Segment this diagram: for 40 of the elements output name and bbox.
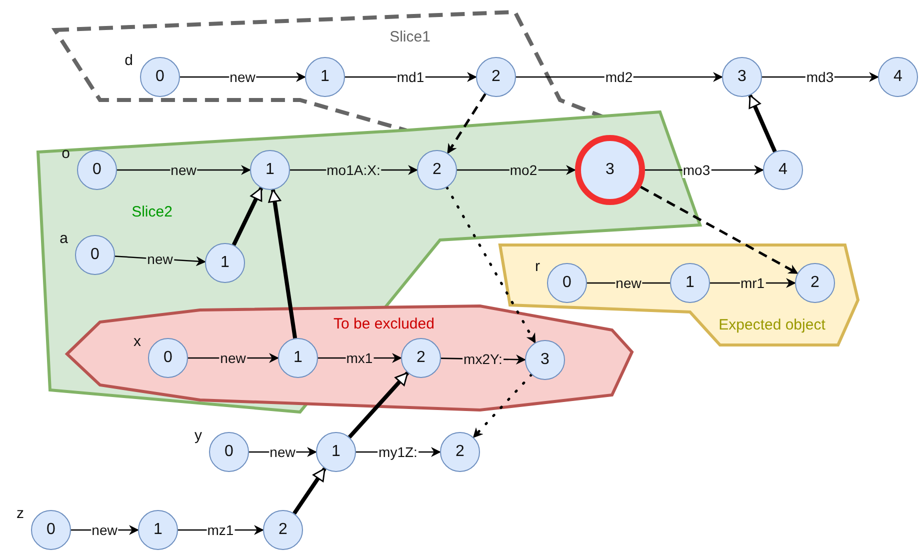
edge-label: mx1 — [345, 350, 374, 366]
state-circle: 4 — [763, 150, 803, 190]
edge-label: my1Z: — [378, 444, 418, 460]
row-label: y — [194, 427, 202, 444]
row-label: x — [134, 333, 141, 350]
arrow — [446, 186, 536, 344]
arrow — [232, 187, 264, 246]
row-label: z — [16, 505, 24, 522]
state-circle: 4 — [878, 57, 918, 97]
edge-label: md3 — [805, 69, 835, 85]
arrow — [472, 373, 533, 439]
edge-label: mo1A:X: — [326, 162, 382, 178]
region-label: To be excluded — [334, 316, 434, 332]
arrow — [348, 372, 410, 438]
edge-label: mx2Y: — [462, 351, 504, 367]
state-circle: 1 — [316, 432, 356, 472]
edge-label: mz1 — [206, 522, 235, 538]
edge-label: mo2 — [508, 162, 538, 178]
row-label: r — [535, 258, 540, 275]
state-circle: 2 — [440, 432, 480, 472]
arrow — [640, 186, 798, 274]
edge-label: mr1 — [739, 275, 766, 291]
arrow — [268, 189, 298, 339]
arrow — [446, 93, 486, 154]
state-circle: 2 — [476, 57, 516, 97]
state-circle: 1 — [138, 510, 178, 550]
row-label: d — [124, 52, 133, 69]
region-label: Expected object — [718, 316, 826, 334]
row-label: o — [62, 145, 70, 162]
state-circle: 3 — [722, 57, 762, 97]
region-label: Slice2 — [132, 204, 172, 220]
state-circle: 2 — [263, 510, 303, 550]
state-circle: 1 — [305, 57, 345, 97]
region-label: Slice1 — [390, 28, 430, 46]
edge-label: md2 — [604, 69, 634, 85]
edge-label: mo3 — [682, 162, 712, 178]
arrow — [292, 467, 326, 515]
row-label: a — [60, 230, 68, 247]
arrow — [748, 94, 777, 152]
edge-label: md1 — [396, 69, 426, 85]
